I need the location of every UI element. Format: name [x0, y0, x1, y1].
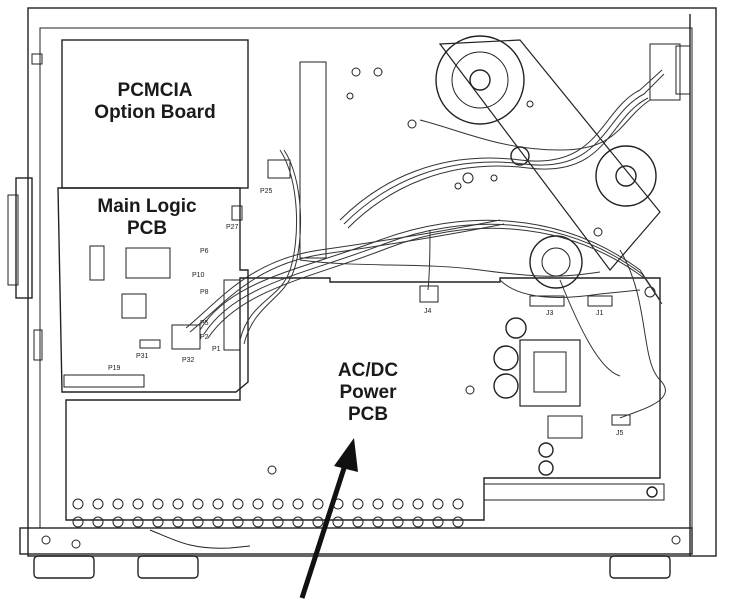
media-spindle	[435, 35, 525, 125]
belt-path	[438, 39, 661, 271]
capacitor-2	[493, 345, 519, 371]
base-screw-right	[671, 535, 681, 545]
power-label-line1: AC/DC	[337, 360, 399, 381]
rear-bracket	[649, 43, 681, 101]
capacitor-3	[505, 317, 527, 339]
base-plate	[19, 527, 693, 555]
connector-label-p5: P5	[200, 320, 209, 327]
transformer	[519, 339, 581, 407]
chip-1	[89, 245, 105, 281]
bottom-bracket	[483, 483, 665, 501]
base-screw-mid	[71, 539, 81, 549]
foot-left	[33, 555, 95, 579]
edge-connector-p19	[63, 374, 145, 388]
ground-wire	[149, 529, 251, 549]
left-latch	[15, 177, 33, 299]
platen-roller	[529, 235, 583, 289]
connector-j1	[587, 295, 613, 307]
chassis-outline	[27, 7, 717, 557]
capacitor-5	[538, 460, 554, 476]
capacitor-1	[493, 373, 519, 399]
ribbon-roller	[595, 145, 657, 207]
connector-j4	[419, 285, 439, 303]
header-p31	[139, 339, 161, 349]
transformer-core	[533, 351, 567, 393]
ribbon-roller-core	[615, 165, 637, 187]
foot-right	[609, 555, 671, 579]
ac-dc-power-pcb-label: AC/DC Power PCB	[308, 360, 428, 426]
connector-label-j5: J5	[616, 430, 624, 437]
connector-label-p25: P25	[260, 188, 273, 195]
power-label-line2: Power	[339, 382, 397, 403]
main-logic-pcb-label: Main Logic PCB	[74, 196, 220, 240]
connector-label-p1: P1	[212, 346, 221, 353]
capacitor-4	[538, 442, 554, 458]
connector-label-p31: P31	[136, 353, 149, 360]
header-p25	[267, 159, 291, 179]
connector-label-p2: P2	[200, 334, 209, 341]
connector-label-p19: P19	[108, 365, 121, 372]
bracket-screw	[646, 486, 658, 498]
pcmcia-option-board-label: PCMCIA Option Board	[80, 80, 230, 124]
left-slot	[33, 329, 43, 361]
left-hinge	[31, 53, 43, 65]
media-spindle-core	[469, 69, 491, 91]
main-logic-label-line1: Main Logic	[97, 196, 197, 217]
left-latch-edge	[7, 194, 19, 286]
vertical-plate	[299, 61, 327, 259]
pcmcia-label-line2: Option Board	[94, 102, 216, 123]
header-p32	[171, 324, 201, 350]
connector-label-p32: P32	[182, 357, 195, 364]
power-pcb-outline	[65, 277, 661, 521]
rear-connector	[675, 45, 691, 95]
header-p27	[231, 205, 243, 221]
power-pcb-arrow	[299, 438, 358, 599]
vent-holes	[72, 498, 464, 528]
chip-2	[125, 247, 171, 279]
chip-3	[121, 293, 147, 319]
connector-label-p10: P10	[192, 272, 205, 279]
wire-harness	[185, 69, 666, 419]
connector-label-j3: J3	[546, 310, 554, 317]
pcmcia-label-line1: PCMCIA	[117, 80, 193, 101]
connector-label-j4: J4	[424, 308, 432, 315]
screw-holes	[267, 67, 656, 475]
connector-j5	[611, 414, 631, 426]
connector-j3	[529, 295, 565, 307]
power-label-line3: PCB	[347, 404, 389, 425]
main-logic-label-line2: PCB	[126, 218, 168, 239]
media-spindle-hub	[451, 51, 509, 109]
foot-center	[137, 555, 199, 579]
main-logic-pcb-outline	[57, 187, 249, 393]
connector-label-p27: P27	[226, 224, 239, 231]
connector-label-p6: P6	[200, 248, 209, 255]
base-screw-left	[41, 535, 51, 545]
power-component	[547, 415, 583, 439]
connector-label-j1: J1	[596, 310, 604, 317]
connector-label-p8: P8	[200, 289, 209, 296]
platen-roller-hub	[541, 247, 571, 277]
